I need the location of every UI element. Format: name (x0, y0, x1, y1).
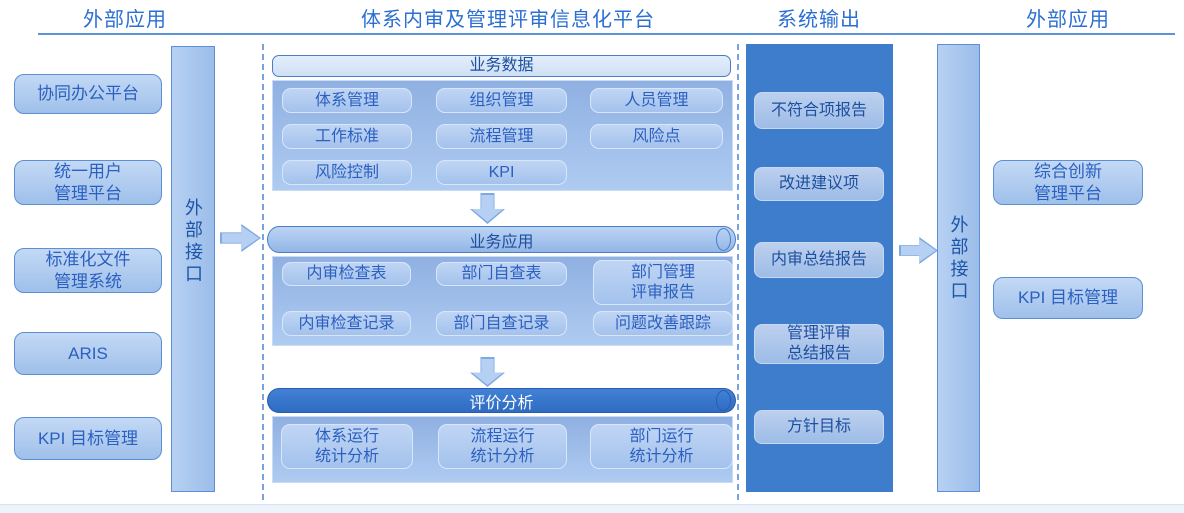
right-app-kpi-target: KPI 目标管理 (993, 277, 1143, 319)
bottom-strip (0, 504, 1184, 513)
left-app-std-doc-system: 标准化文件 管理系统 (14, 248, 162, 293)
app-item-audit-records: 内审检查记录 (282, 311, 411, 336)
data-item-org-mgmt: 组织管理 (436, 88, 567, 113)
app-item-selfcheck-records: 部门自查记录 (436, 311, 567, 336)
header-external-apps-left: 外部应用 (83, 8, 167, 31)
arrow-right-into-platform-icon (220, 224, 261, 252)
analysis-item-process-stats: 流程运行 统计分析 (438, 424, 567, 469)
header-system-output: 系统输出 (777, 8, 861, 31)
output-mgmt-review-summary: 管理评审 总结报告 (754, 324, 884, 364)
data-item-personnel-mgmt: 人员管理 (590, 88, 723, 113)
output-policy-targets: 方针目标 (754, 410, 884, 444)
left-external-interface-bar: 外部接口 (171, 46, 215, 492)
right-external-interface-bar: 外部接口 (937, 44, 980, 492)
right-app-innovation-platform: 综合创新 管理平台 (993, 160, 1143, 205)
dashed-separator-left (262, 44, 264, 500)
left-external-interface-label: 外部接口 (183, 197, 203, 286)
left-app-aris: ARIS (14, 332, 162, 375)
header-underline (38, 33, 1175, 35)
analysis-item-system-stats: 体系运行 统计分析 (281, 424, 413, 469)
business-app-cylinder: 业务应用 (267, 226, 736, 253)
app-item-audit-checklist: 内审检查表 (282, 262, 411, 286)
app-item-issue-tracking: 问题改善跟踪 (593, 311, 733, 336)
output-audit-summary-report: 内审总结报告 (754, 242, 884, 278)
app-item-dept-selfcheck: 部门自查表 (436, 262, 567, 286)
analysis-cylinder: 评价分析 (267, 388, 736, 413)
data-item-system-mgmt: 体系管理 (282, 88, 412, 113)
cylinder-cap-icon (716, 228, 731, 251)
business-app-title: 业务应用 (469, 233, 534, 251)
output-nonconformity-report: 不符合项报告 (754, 92, 884, 129)
arrow-down-app-to-analysis-icon (470, 357, 505, 387)
cylinder-cap-icon (716, 390, 731, 411)
left-app-unified-user: 统一用户 管理平台 (14, 160, 162, 205)
right-external-interface-label: 外部接口 (948, 215, 969, 303)
data-item-work-standard: 工作标准 (282, 124, 412, 149)
left-app-kpi-target: KPI 目标管理 (14, 417, 162, 460)
arrow-right-output-to-interface-icon (899, 237, 938, 264)
data-item-risk-point: 风险点 (590, 124, 723, 149)
header-external-apps-right: 外部应用 (1026, 8, 1110, 31)
analysis-item-dept-stats: 部门运行 统计分析 (590, 424, 733, 469)
left-app-collab-office: 协同办公平台 (14, 74, 162, 114)
data-item-process-mgmt: 流程管理 (436, 124, 567, 149)
dashed-separator-right (737, 44, 739, 500)
data-item-risk-control: 风险控制 (282, 160, 412, 185)
output-improvement-items: 改进建议项 (754, 167, 884, 201)
analysis-title: 评价分析 (469, 394, 534, 412)
app-item-dept-review-report: 部门管理 评审报告 (593, 260, 733, 305)
business-data-title: 业务数据 (272, 55, 731, 77)
arrow-down-data-to-app-icon (470, 193, 505, 224)
data-item-kpi: KPI (436, 160, 567, 185)
header-platform-title: 体系内审及管理评审信息化平台 (361, 8, 655, 31)
